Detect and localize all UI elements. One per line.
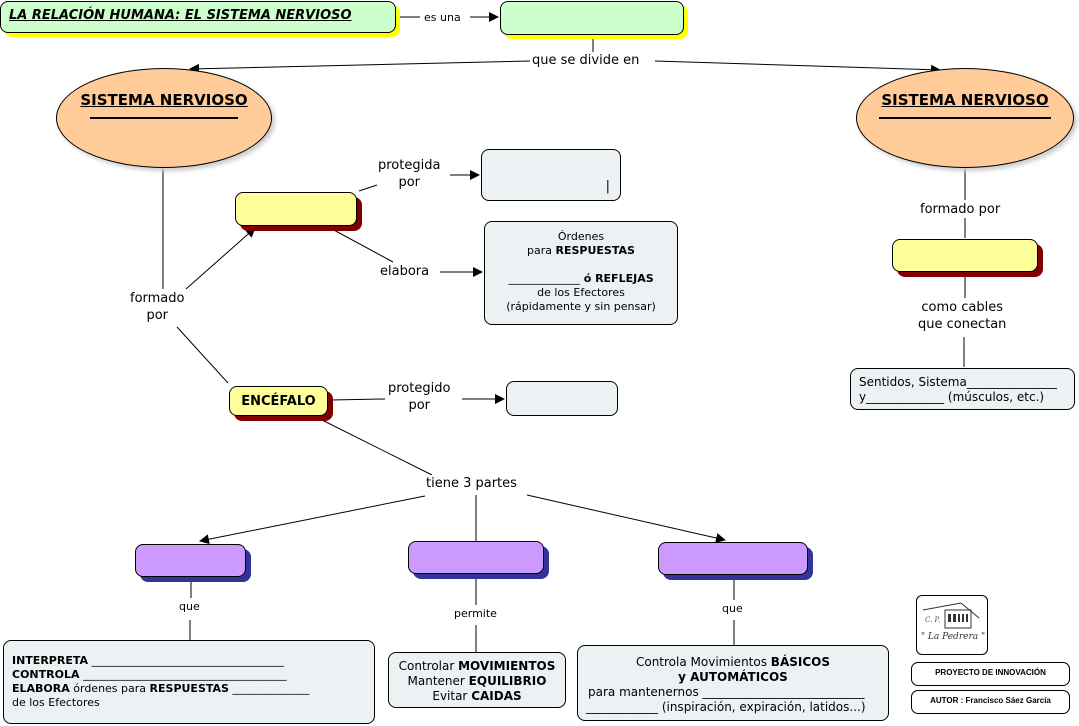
- purple-part-middle[interactable]: [408, 541, 544, 574]
- arrow-divide-left: [189, 60, 531, 74]
- ellipse-left-title: SISTEMA NERVIOSO: [80, 91, 248, 109]
- ellipse-sistema-nervioso-left[interactable]: SISTEMA NERVIOSO: [56, 68, 272, 168]
- encefalo-label: ENCÉFALO: [241, 394, 316, 409]
- link-que-se-divide-en: que se divide en: [532, 52, 640, 69]
- school-logo: C. P. " La Pedrera ": [916, 595, 988, 655]
- link-tiene-3-partes: tiene 3 partes: [426, 475, 517, 492]
- sentidos-line1: Sentidos, Sistema_______________: [859, 375, 1057, 389]
- yellow-concept-right[interactable]: [892, 239, 1038, 272]
- cerebelo-line2: Mantener EQUILIBRIO: [407, 674, 547, 688]
- logo-cp: C. P.: [925, 616, 941, 624]
- link-como-cables: como cables que conectan: [918, 299, 1007, 333]
- interpreta-line2: CONTROLA _______________________________…: [12, 668, 287, 681]
- ellipse-left-blank: [90, 117, 238, 119]
- link-elabora: elabora: [380, 263, 430, 280]
- purple-part-right[interactable]: [658, 542, 808, 575]
- ordenes-text: Órdenes para RESPUESTAS _____________ ó …: [485, 230, 677, 314]
- purple-part-left[interactable]: [135, 544, 246, 577]
- ordenes-line3: _____________ ó REFLEJAS: [508, 272, 654, 285]
- link-por-text: por: [398, 175, 420, 190]
- ordenes-line1: Órdenes: [557, 230, 605, 243]
- link-como-cables-text: como cables: [921, 300, 1004, 315]
- encefalo-protection-box[interactable]: [506, 381, 618, 416]
- link-por-text: por: [408, 398, 430, 413]
- bulbo-line1: Controla Movimientos BÁSICOS: [635, 655, 830, 669]
- protection-box-upper[interactable]: |: [481, 149, 621, 201]
- sentidos-box[interactable]: Sentidos, Sistema_______________ y______…: [850, 368, 1075, 410]
- line-formado-encefalo: [176, 326, 229, 384]
- logo-name: " La Pedrera ": [920, 632, 986, 642]
- arrow-partes-right: [526, 494, 726, 543]
- ellipse-sistema-nervioso-right[interactable]: SISTEMA NERVIOSO: [856, 68, 1074, 168]
- bulbo-line3: para mantenernos _______________________…: [588, 685, 865, 699]
- link-protegida-text: protegida: [378, 158, 441, 173]
- bulbo-text: Controla Movimientos BÁSICOS y AUTOMÁTIC…: [578, 655, 888, 715]
- cerebelo-box[interactable]: Controlar MOVIMIENTOS Mantener EQUILIBRI…: [388, 652, 566, 708]
- link-es-una: es una: [424, 9, 461, 26]
- interpreta-text: INTERPRETA _____________________________…: [12, 654, 309, 710]
- encefalo-node[interactable]: ENCÉFALO: [229, 386, 328, 416]
- link-protegida-por: protegida por: [378, 157, 441, 191]
- link-protegido-por: protegido por: [388, 380, 451, 414]
- sentidos-line2: y_____________ (músculos, etc.): [859, 390, 1045, 404]
- ordenes-line5: (rápidamente y sin pensar): [506, 300, 656, 313]
- link-permite: permite: [454, 607, 497, 621]
- yellow-concept-upper-left[interactable]: [235, 192, 357, 226]
- map-title-node[interactable]: LA RELACIÓN HUMANA: EL SISTEMA NERVIOSO: [0, 1, 396, 33]
- link-que-right: que: [722, 602, 743, 616]
- arrow-partes-left: [199, 495, 426, 545]
- line-yellow-protegida: [358, 184, 378, 192]
- interpreta-box[interactable]: INTERPRETA _____________________________…: [3, 640, 375, 724]
- link-formado-por-right: formado por: [920, 201, 1001, 218]
- link-por-text: por: [146, 308, 169, 323]
- project-label: PROYECTO DE INNOVACIÓN: [911, 662, 1070, 686]
- link-que-conectan-text: que conectan: [918, 317, 1007, 332]
- author-label: AUTOR : Francisco Sáez García: [911, 690, 1070, 714]
- link-formado-text: formado: [130, 291, 185, 306]
- interpreta-line3: ELABORA órdenes para RESPUESTAS ________…: [12, 682, 310, 695]
- interpreta-line4: de los Efectores: [12, 696, 100, 709]
- bulbo-line4: ____________ (inspiración, expiración, l…: [586, 700, 866, 714]
- ordenes-line2: para RESPUESTAS: [527, 244, 635, 257]
- ellipse-right-blank: [879, 117, 1051, 119]
- cerebelo-line3: Evitar CAIDAS: [432, 689, 522, 703]
- line-yellow-elabora: [331, 228, 394, 263]
- cerebelo-text: Controlar MOVIMIENTOS Mantener EQUILIBRI…: [389, 659, 565, 704]
- definition-box[interactable]: [500, 1, 684, 35]
- cerebelo-line1: Controlar MOVIMIENTOS: [398, 659, 556, 673]
- bulbo-box[interactable]: Controla Movimientos BÁSICOS y AUTOMÁTIC…: [577, 645, 889, 721]
- school-building-icon: [922, 602, 980, 629]
- interpreta-line1: INTERPRETA _____________________________…: [12, 654, 284, 667]
- ordenes-line4: de los Efectores: [537, 286, 625, 299]
- text-cursor: |: [605, 179, 610, 194]
- link-protegido-text: protegido: [388, 381, 451, 396]
- arrow-divide-right: [654, 60, 941, 75]
- bulbo-line2: y AUTOMÁTICOS: [678, 670, 788, 684]
- ellipse-right-title: SISTEMA NERVIOSO: [881, 91, 1049, 109]
- line-encefalo-protegido: [330, 398, 386, 401]
- arrow-formado-yellow: [185, 227, 256, 290]
- map-title: LA RELACIÓN HUMANA: EL SISTEMA NERVIOSO: [9, 8, 352, 23]
- sentidos-text: Sentidos, Sistema_______________ y______…: [859, 375, 1057, 405]
- link-que-left: que: [179, 600, 200, 614]
- link-formado-por-left: formado por: [130, 290, 185, 324]
- ordenes-box[interactable]: Órdenes para RESPUESTAS _____________ ó …: [484, 221, 678, 325]
- line-encefalo-partes: [317, 417, 433, 476]
